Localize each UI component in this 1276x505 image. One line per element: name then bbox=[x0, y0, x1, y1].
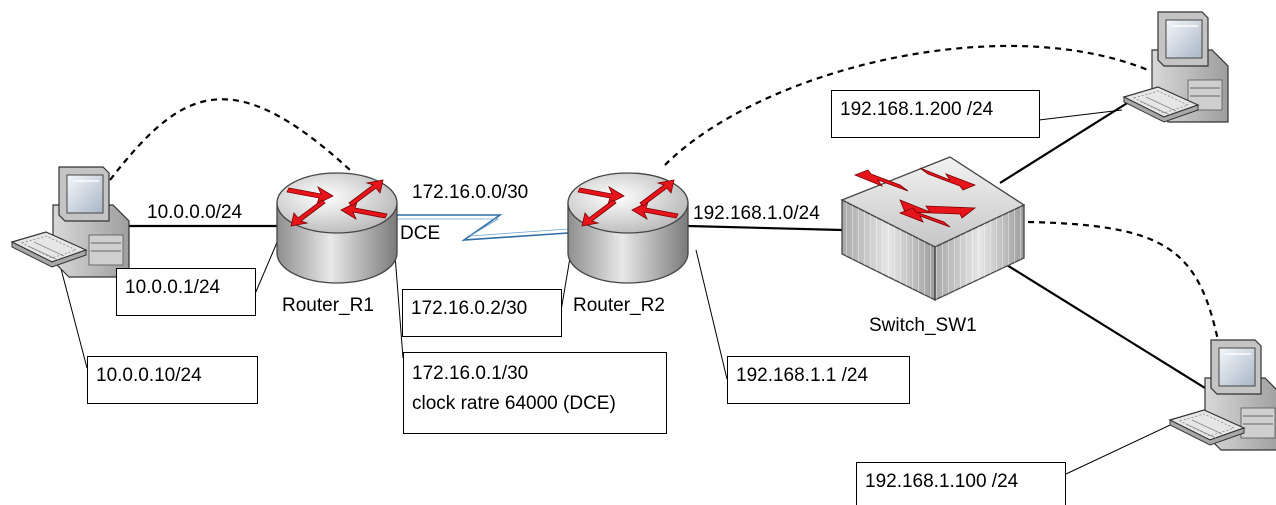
ip-r1-lan: 10.0.0.1/24 bbox=[125, 277, 221, 298]
router-r1 bbox=[276, 172, 398, 284]
ip-pc-top-right: 192.168.1.200 /24 bbox=[840, 99, 994, 120]
ip-box-pc-left: 10.0.0.10/24 bbox=[87, 356, 258, 404]
router-icon bbox=[276, 172, 398, 284]
router-r1-label: Router_R1 bbox=[282, 295, 374, 316]
ip-box-pc-bottom-right: 192.168.1.100 /24 bbox=[856, 462, 1066, 505]
router-icon bbox=[567, 172, 689, 284]
ip-box-r2-serial: 172.16.0.2/30 bbox=[402, 289, 562, 337]
switch-sw1 bbox=[840, 156, 1026, 302]
ip-box-r1-lan: 10.0.0.1/24 bbox=[116, 268, 256, 316]
clock-rate: clock ratre 64000 (DCE) bbox=[412, 393, 616, 414]
serial-link-r1-r2 bbox=[396, 214, 569, 241]
network-label-pc-r1: 10.0.0.0/24 bbox=[147, 202, 243, 223]
ip-r2-lan: 192.168.1.1 /24 bbox=[736, 365, 869, 386]
dotted-curve-top bbox=[664, 44, 1149, 166]
ip-pc-left: 10.0.0.10/24 bbox=[96, 365, 202, 386]
ip-r2-serial: 172.16.0.2/30 bbox=[411, 298, 528, 319]
router-r2 bbox=[567, 172, 689, 284]
link-r2-switch bbox=[687, 224, 843, 232]
network-label-r2-switch: 192.168.1.0/24 bbox=[693, 203, 820, 224]
switch-sw1-label: Switch_SW1 bbox=[869, 315, 977, 336]
ip-pc-bottom-right: 192.168.1.100 /24 bbox=[865, 471, 1019, 492]
ip-box-r1-serial: 172.16.0.1/30 clock ratre 64000 (DCE) bbox=[403, 352, 667, 434]
dotted-curve-left bbox=[109, 98, 351, 181]
link-switch-pc-bottom bbox=[1001, 261, 1206, 389]
dce-label: DCE bbox=[400, 223, 441, 244]
ip-box-r2-lan: 192.168.1.1 /24 bbox=[727, 356, 910, 404]
dotted-curve-bottom bbox=[1027, 220, 1222, 351]
ip-box-pc-top-right: 192.168.1.200 /24 bbox=[831, 90, 1040, 138]
link-switch-pc-top bbox=[999, 94, 1141, 184]
ip-r1-serial: 172.16.0.1/30 bbox=[412, 363, 529, 384]
router-r2-label: Router_R2 bbox=[573, 295, 665, 316]
network-label-r1-r2: 172.16.0.0/30 bbox=[412, 182, 529, 203]
switch-icon bbox=[840, 156, 1026, 302]
